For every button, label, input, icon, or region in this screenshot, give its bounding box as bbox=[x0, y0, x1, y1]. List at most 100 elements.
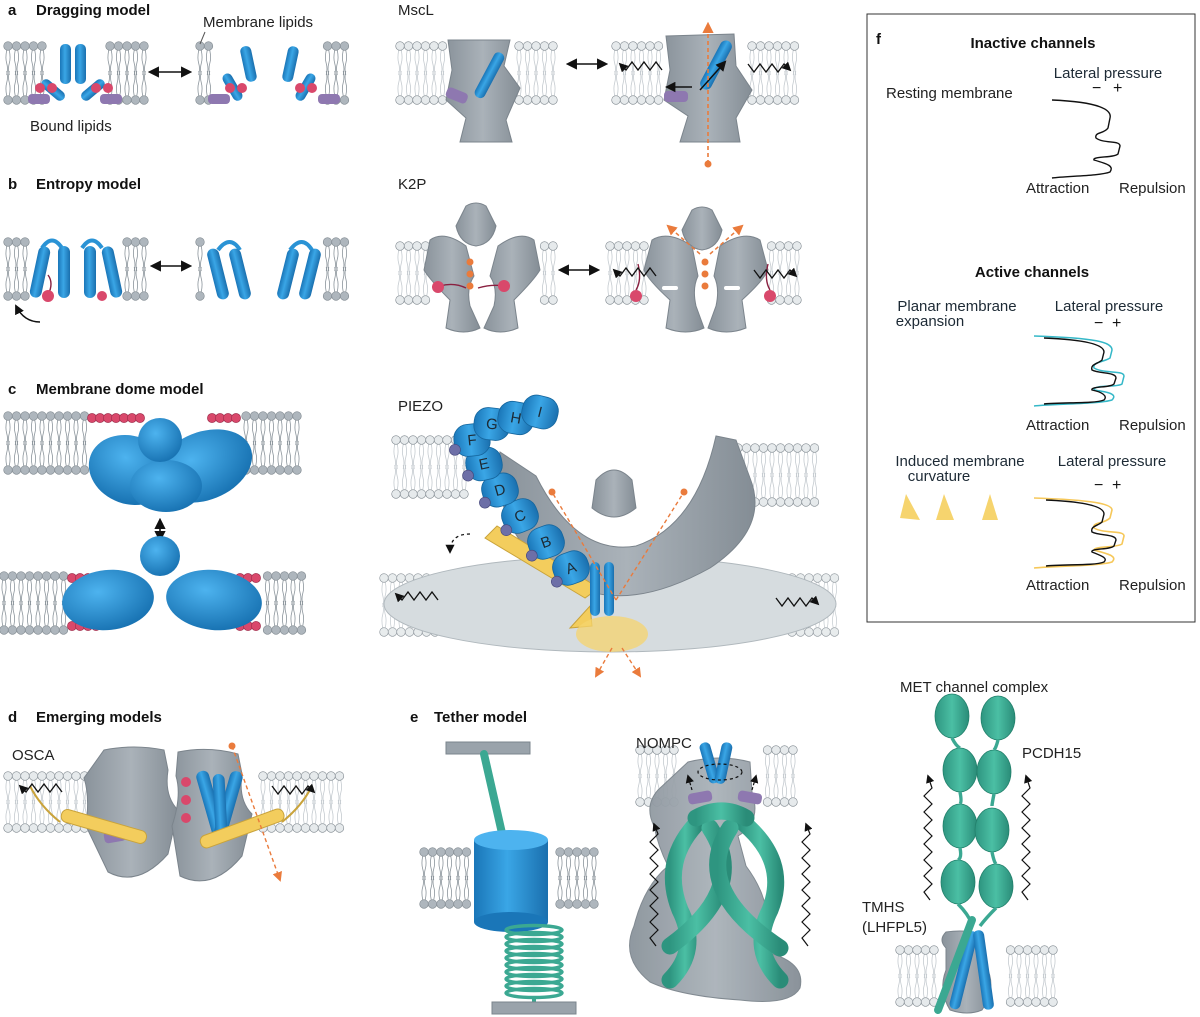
blade-label: I bbox=[536, 404, 544, 422]
mscl-closed bbox=[445, 39, 521, 143]
dome-flat-state bbox=[62, 536, 262, 631]
open-channel bbox=[208, 46, 340, 104]
lipid-bilayer bbox=[0, 571, 307, 635]
repulsion-label: Repulsion bbox=[1119, 577, 1186, 594]
panel-letter: b bbox=[8, 176, 17, 193]
tension-arrow-right bbox=[747, 61, 792, 74]
panel-c: c Membrane dome model PIEZO bbox=[8, 381, 837, 678]
osca-channel bbox=[18, 742, 316, 882]
repulsion-label: Repulsion bbox=[1119, 417, 1186, 434]
piezo-blade-c: C bbox=[500, 498, 539, 536]
k2p-closed bbox=[423, 202, 541, 333]
cadherin-domain bbox=[940, 859, 976, 905]
curvature-wedge bbox=[900, 494, 920, 520]
panel-letter: f bbox=[876, 31, 882, 48]
panel-letter: d bbox=[8, 709, 17, 726]
panel-f-box bbox=[866, 13, 1196, 623]
bound-lipids-label: Bound lipids bbox=[30, 118, 112, 135]
membrane-lipids-label: Membrane lipids bbox=[203, 14, 313, 31]
minus-sign: − bbox=[1094, 315, 1103, 332]
tmhs-label: TMHS bbox=[862, 899, 905, 916]
blade-label: H bbox=[509, 409, 523, 428]
plus-sign: + bbox=[1112, 315, 1121, 332]
piezo-blade-a: A bbox=[551, 550, 590, 588]
lipid-bilayer bbox=[195, 237, 350, 301]
spring bbox=[504, 923, 564, 1004]
minus-sign: − bbox=[1092, 80, 1101, 97]
panel-title: Membrane dome model bbox=[36, 381, 204, 398]
pcdh15-label: PCDH15 bbox=[1022, 745, 1081, 762]
planar-label-1: Planar membrane bbox=[897, 298, 1016, 315]
induced-label-1: Induced membrane bbox=[895, 453, 1024, 470]
mscl-open bbox=[618, 21, 792, 168]
met-complex-label: MET channel complex bbox=[900, 679, 1049, 696]
panel-f: f Inactive channels Resting membrane Lat… bbox=[866, 13, 1196, 623]
entropy-channel-closed bbox=[15, 238, 123, 323]
panel-d: d Emerging models OSCA bbox=[8, 709, 316, 882]
panel-b: b Entropy model K2P bbox=[8, 176, 798, 333]
induced-label-2: curvature bbox=[908, 468, 971, 485]
curvature-wedge bbox=[936, 494, 954, 520]
cadherin-domain bbox=[976, 749, 1012, 795]
blade-label: F bbox=[467, 432, 478, 450]
dome-curved-state bbox=[88, 418, 253, 512]
tmhs-label-2: (LHFPL5) bbox=[862, 919, 927, 936]
leader-line bbox=[199, 31, 206, 45]
planar-label-2: expansion bbox=[896, 313, 964, 330]
blade-label: G bbox=[485, 415, 498, 433]
plus-sign: + bbox=[1113, 80, 1122, 97]
pressure-profile-planar-active bbox=[1033, 335, 1125, 407]
minus-sign: − bbox=[1094, 477, 1103, 494]
tension-arrow-left bbox=[618, 60, 663, 73]
mscl-label: MscL bbox=[398, 2, 434, 19]
lipid-bilayer bbox=[895, 945, 1058, 1007]
k2p-label: K2P bbox=[398, 176, 426, 193]
cadherin-domain bbox=[978, 863, 1014, 909]
attraction-label: Attraction bbox=[1026, 417, 1089, 434]
lipid-bilayer bbox=[3, 237, 149, 301]
k2p-open bbox=[612, 206, 798, 333]
piezo-cap bbox=[591, 469, 637, 518]
cadherin-domain bbox=[974, 807, 1010, 853]
curved-arrow bbox=[15, 304, 41, 323]
panel-title: Dragging model bbox=[36, 2, 150, 19]
pressure-profile-planar-rest bbox=[1043, 337, 1117, 405]
attraction-label: Attraction bbox=[1026, 180, 1089, 197]
panel-a: a Dragging model Membrane lipids Bound l… bbox=[8, 2, 792, 168]
lipid-bilayer bbox=[419, 847, 599, 909]
panel-e: e Tether model NOMPC bbox=[410, 679, 1081, 1015]
curvature-wedge bbox=[982, 494, 998, 520]
panel-title: Tether model bbox=[434, 709, 527, 726]
osca-label: OSCA bbox=[12, 747, 55, 764]
met-channel-complex bbox=[923, 693, 1033, 1014]
piezo-blade-d: D bbox=[479, 472, 519, 509]
lateral-pressure-label: Lateral pressure bbox=[1055, 298, 1163, 315]
entropy-channel-open bbox=[207, 240, 321, 300]
lipid-bilayer bbox=[733, 443, 820, 507]
cadherin-domain bbox=[942, 803, 978, 849]
pore-ellipse bbox=[576, 616, 648, 652]
attraction-label: Attraction bbox=[1026, 577, 1089, 594]
plus-sign: + bbox=[1112, 477, 1121, 494]
panel-letter: e bbox=[410, 709, 418, 726]
pcdh15-cadherin-domains bbox=[934, 693, 1016, 928]
bound-lipid bbox=[28, 94, 50, 104]
piezo-label: PIEZO bbox=[398, 398, 443, 415]
resting-membrane-label: Resting membrane bbox=[886, 85, 1013, 102]
inactive-title: Inactive channels bbox=[970, 35, 1095, 52]
repulsion-label: Repulsion bbox=[1119, 180, 1186, 197]
cadherin-domain bbox=[934, 693, 970, 739]
nompc-label: NOMPC bbox=[636, 735, 692, 752]
bound-lipid bbox=[100, 94, 122, 104]
tether-spring-model bbox=[445, 741, 577, 1015]
piezo-blade-i: I bbox=[521, 394, 559, 430]
lateral-pressure-label: Lateral pressure bbox=[1058, 453, 1166, 470]
blade-label: D bbox=[493, 481, 508, 500]
panel-title: Entropy model bbox=[36, 176, 141, 193]
pressure-profile-curved-active bbox=[1033, 497, 1125, 569]
cadherin-domain bbox=[942, 747, 978, 793]
lateral-pressure-label: Lateral pressure bbox=[1054, 65, 1162, 82]
lipid-bilayer bbox=[395, 41, 558, 105]
